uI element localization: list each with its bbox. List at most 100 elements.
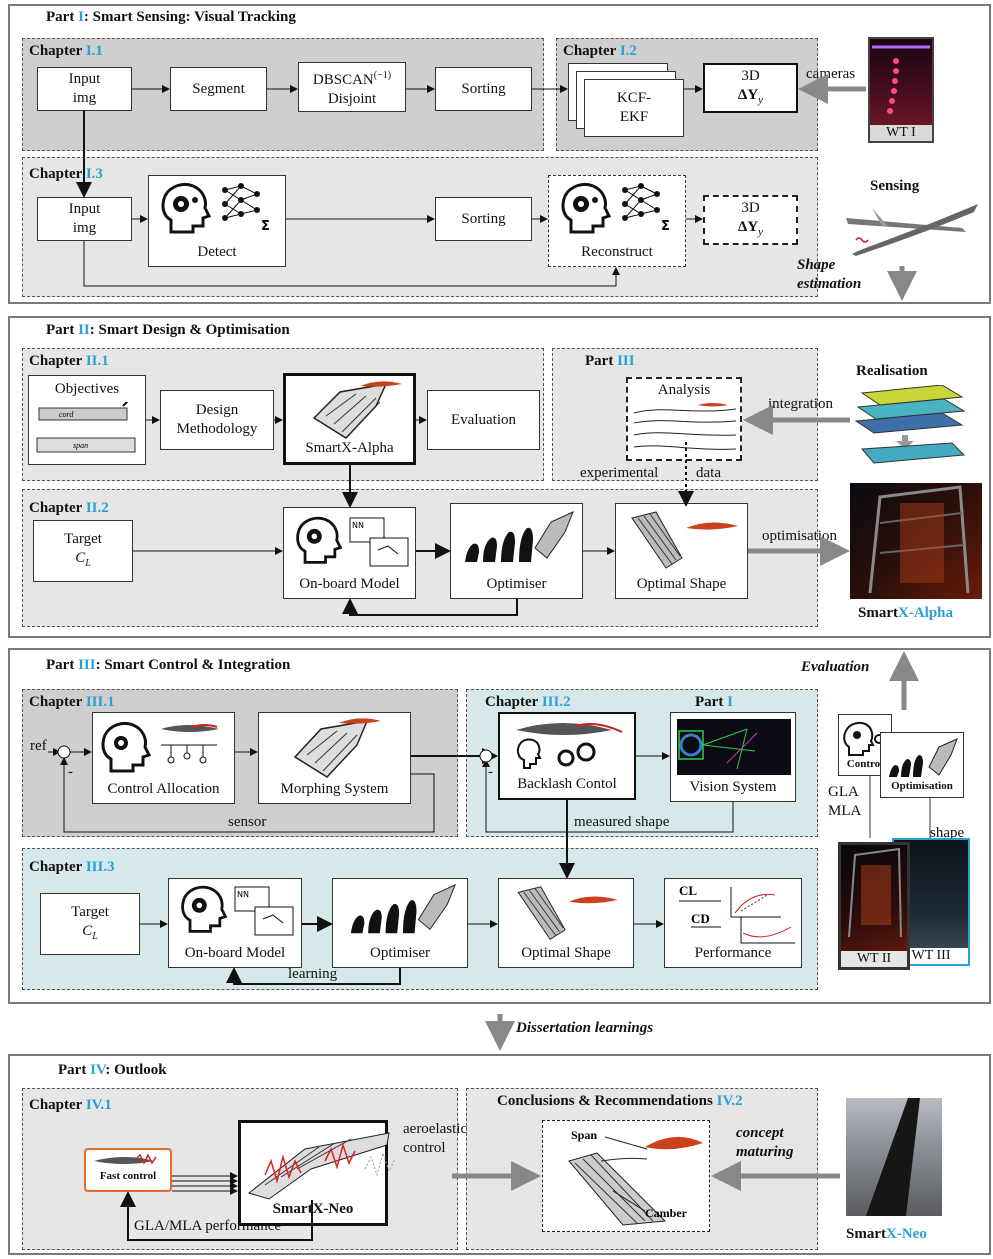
sensor-label: sensor bbox=[228, 814, 267, 830]
control-mini-box: Control bbox=[838, 714, 892, 776]
svg-text:cord: cord bbox=[59, 410, 74, 419]
optimiser-box-1: Optimiser bbox=[450, 503, 583, 599]
sorting-box-2: Sorting bbox=[435, 197, 532, 241]
optimisation-label: optimisation bbox=[762, 528, 837, 544]
optimisation-mini-label: Optimisation bbox=[891, 780, 953, 792]
sorting-box-1: Sorting bbox=[435, 67, 532, 111]
neural-network-icon: Σ bbox=[222, 183, 270, 234]
nn-stack-icon: NN bbox=[234, 886, 294, 936]
evaluation-label: Evaluation bbox=[801, 659, 870, 675]
wt3-caption: WT III bbox=[894, 948, 968, 964]
chapter-4-1-title: Chapter IV.1 bbox=[29, 1097, 112, 1113]
smartx-alpha-box: SmartX-Alpha bbox=[283, 373, 416, 465]
svg-text:NN: NN bbox=[352, 521, 364, 530]
experimental-label: experimental bbox=[580, 465, 659, 481]
detect-label: Detect bbox=[197, 244, 237, 260]
gla-label: GLA bbox=[828, 784, 859, 800]
control-head-icon bbox=[843, 721, 884, 756]
part-3-title: Part III: Smart Control & Integration bbox=[46, 657, 291, 673]
optimiser-label-1: Optimiser bbox=[486, 576, 547, 592]
smartx-neo-photo bbox=[846, 1098, 942, 1216]
chapter-3-3-title: Chapter III.3 bbox=[29, 859, 115, 875]
control-allocation-label: Control Allocation bbox=[107, 781, 220, 797]
wind-tunnel-frame-icon bbox=[848, 847, 902, 938]
measured-shape-label: measured shape bbox=[574, 814, 670, 830]
target-box-1: Target CL bbox=[33, 520, 133, 582]
smartx-alpha-caption: SmartX-Alpha bbox=[858, 605, 954, 621]
gla-mla-performance-label: GLA/MLA performance bbox=[134, 1218, 282, 1234]
part-1-title: Part I: Smart Sensing: Visual Tracking bbox=[46, 9, 296, 25]
onboard-label-2: On-board Model bbox=[184, 945, 286, 961]
morphing-wing-icon bbox=[293, 718, 381, 778]
part-2-title: Part II: Smart Design & Optimisation bbox=[46, 322, 290, 338]
evolution-icon bbox=[350, 883, 456, 934]
smartx-alpha-label: SmartX-Alpha bbox=[305, 440, 394, 456]
onboard-model-box-1: NN On-board Model bbox=[283, 507, 416, 599]
vision-system-box: Vision System bbox=[670, 712, 796, 802]
evolution-icon bbox=[465, 511, 574, 562]
target-box-2: Target CL bbox=[40, 893, 140, 955]
nn-stack-icon: NN bbox=[349, 517, 409, 567]
wt2-caption: WT II bbox=[841, 951, 907, 967]
chapter-2-2-title: Chapter II.2 bbox=[29, 500, 109, 516]
optimal-shape-label-2: Optimal Shape bbox=[521, 945, 611, 961]
conclusions-wing-box: Span Camber bbox=[542, 1120, 710, 1232]
objectives-box: Objectives cord span bbox=[28, 375, 146, 465]
performance-plots-icon: CL CD bbox=[679, 883, 795, 944]
morphing-system-box: Morphing System bbox=[258, 712, 411, 804]
neural-network-icon: Σ bbox=[622, 183, 670, 234]
shape-label: shape bbox=[930, 825, 965, 841]
data-label: data bbox=[696, 465, 721, 481]
ai-head-icon bbox=[161, 182, 212, 234]
chapter-1-1-title: Chapter I.1 bbox=[29, 43, 103, 59]
chapter-1-3-title: Chapter I.3 bbox=[29, 166, 103, 182]
optimal-shape-box-2: Optimal Shape bbox=[498, 878, 634, 968]
ai-head-icon bbox=[561, 182, 612, 234]
integration-label: integration bbox=[768, 396, 833, 412]
optimal-wing-icon bbox=[631, 511, 738, 569]
optimal-wing-icon bbox=[517, 886, 618, 940]
part-3-ref-title: Part III bbox=[585, 353, 635, 369]
onboard-label-1: On-board Model bbox=[299, 576, 400, 592]
chapter-1-3-panel: Chapter I.3 bbox=[22, 157, 818, 297]
svg-text:CL: CL bbox=[679, 883, 697, 898]
smartx-neo-label: SmartX-Neo bbox=[272, 1201, 354, 1217]
realisation-components-icon bbox=[854, 385, 966, 464]
segment-box: Segment bbox=[170, 67, 267, 111]
optimal-shape-label-1: Optimal Shape bbox=[636, 576, 727, 592]
smartx-alpha-photo bbox=[850, 483, 982, 599]
learning-label: learning bbox=[288, 966, 338, 982]
smartx-neo-caption: SmartX-Neo bbox=[846, 1226, 927, 1242]
part-1-ref-title: Part I bbox=[695, 694, 733, 710]
kcf-ekf-box: KCF-EKF bbox=[584, 79, 684, 137]
vision-screen-icon bbox=[677, 719, 791, 775]
svg-text:Camber: Camber bbox=[645, 1206, 688, 1220]
part-4-title: Part IV: Outlook bbox=[58, 1062, 167, 1078]
minus-label-1: - bbox=[68, 764, 73, 780]
evaluation-box: Evaluation bbox=[427, 390, 540, 450]
wt1-caption: WT I bbox=[870, 125, 932, 141]
morphing-wing-icon bbox=[312, 381, 402, 439]
neo-wing-photo-icon bbox=[866, 1098, 920, 1216]
span-camber-wing-icon: Span Camber bbox=[568, 1128, 703, 1226]
airflow-analysis-icon bbox=[633, 403, 737, 450]
fast-control-label: Fast control bbox=[99, 1170, 157, 1182]
optimiser-label-2: Optimiser bbox=[370, 945, 430, 961]
fast-control-wing-icon bbox=[94, 1153, 157, 1165]
wind-tunnel-1-photo: WT I bbox=[868, 37, 934, 143]
control-head-icon bbox=[101, 721, 219, 773]
onboard-model-box-2: NN On-board Model bbox=[168, 878, 302, 968]
control-mini-label: Control bbox=[846, 758, 884, 770]
optimisation-mini-box: Optimisation bbox=[880, 732, 964, 798]
morphing-system-label: Morphing System bbox=[280, 781, 389, 797]
svg-text:Σ: Σ bbox=[261, 219, 270, 234]
minus-label-2: - bbox=[488, 764, 493, 780]
vision-system-label: Vision System bbox=[689, 779, 777, 795]
detect-box: Σ Detect bbox=[148, 175, 286, 267]
wind-tunnel-frame-icon bbox=[868, 485, 970, 594]
